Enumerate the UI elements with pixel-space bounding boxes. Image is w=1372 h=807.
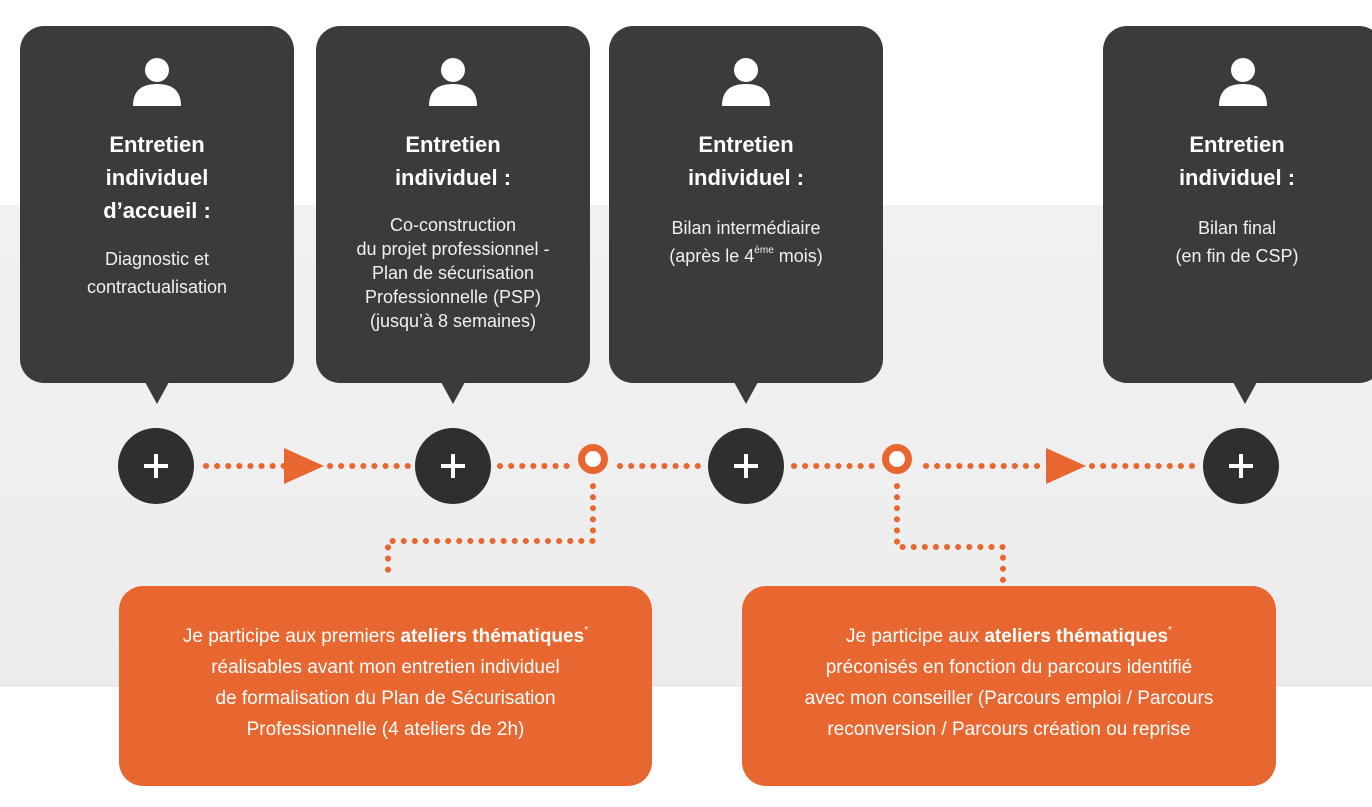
workshop-box-1: Je participe aux premiers ateliers théma… <box>119 586 652 786</box>
workshop-marker-2 <box>882 444 912 474</box>
dotted-branch-1 <box>385 483 596 583</box>
step-title: Entretien individuel d’accueil : <box>103 132 211 223</box>
workshop-marker-1 <box>578 444 608 474</box>
step-card-4: Entretien individuel : Bilan final (en f… <box>1103 26 1372 404</box>
step-title: Entretien individuel : <box>687 132 805 190</box>
step-description: Bilan intermédiaire (après le 4ème mois) <box>669 218 823 266</box>
triangle-arrow-icon <box>1046 448 1086 484</box>
step-card-3: Entretien individuel : Bilan intermédiai… <box>609 26 883 404</box>
step-title: Entretien individuel : <box>1178 132 1296 190</box>
plus-icon <box>144 454 168 478</box>
dotted-branch-2 <box>894 483 1006 583</box>
person-icon <box>1219 58 1267 106</box>
step-title: Entretien individuel : <box>394 132 512 190</box>
step-description: Diagnostic et contractualisation <box>86 249 228 297</box>
step-card-1: Entretien individuel d’accueil : Diagnos… <box>20 26 294 404</box>
workshop-box-2: Je participe aux ateliers thématiques* p… <box>742 586 1276 786</box>
triangle-arrow-icon <box>284 448 324 484</box>
person-icon <box>429 58 477 106</box>
person-icon <box>722 58 770 106</box>
timeline-node-1 <box>118 428 194 504</box>
timeline-node-3 <box>708 428 784 504</box>
plus-icon <box>734 454 758 478</box>
plus-icon <box>1229 454 1253 478</box>
step-description: Co-construction du projet professionnel … <box>356 215 550 331</box>
plus-icon <box>441 454 465 478</box>
step-card-2: Entretien individuel : Co-construction d… <box>316 26 590 404</box>
timeline-node-2 <box>415 428 491 504</box>
person-icon <box>133 58 181 106</box>
step-description: Bilan final (en fin de CSP) <box>1175 218 1299 266</box>
timeline-node-4 <box>1203 428 1279 504</box>
